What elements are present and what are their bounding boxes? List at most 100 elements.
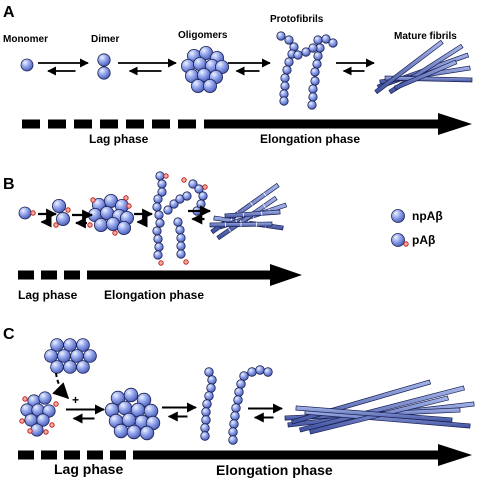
sphere-icon (176, 241, 186, 251)
panel-b-equilibrium-arrows (38, 205, 212, 229)
phosphate-dot-icon (163, 173, 169, 179)
panel-b-legend: npAβ pAβ (391, 209, 443, 247)
sphere-icon (20, 58, 34, 72)
panel-a-spheres (20, 31, 338, 110)
sphere-icon (276, 31, 286, 41)
sphere-icon (76, 360, 90, 374)
sphere-icon (176, 233, 186, 243)
sphere-icon (310, 67, 320, 77)
panel-c-mature-fibrils (284, 379, 475, 435)
sphere-icon (328, 38, 338, 48)
sphere-icon (143, 403, 159, 419)
fibril-segment-mark (228, 228, 232, 232)
sphere-icon (236, 379, 246, 389)
sphere-icon (157, 179, 167, 189)
phosphate-dot-icon (49, 422, 55, 428)
sphere-icon (182, 191, 192, 201)
phosphate-dot-icon (27, 428, 33, 434)
sphere-icon (282, 65, 292, 75)
sphere-icon (255, 365, 265, 375)
legend-p-sphere-icon (391, 233, 409, 247)
panel-c-elongation-label: Elongation phase (216, 462, 333, 478)
panel-a-equilibrium-arrows (38, 58, 375, 76)
sphere-icon (176, 249, 186, 259)
panel-c-equilibrium-arrows (66, 402, 283, 424)
sphere-icon (63, 360, 77, 374)
panel-a-elongation-label: Elongation phase (260, 132, 360, 146)
sphere-icon (321, 34, 331, 44)
panel-b-letter: B (3, 176, 15, 193)
sphere-icon (263, 367, 273, 377)
phosphate-dot-icon (202, 184, 208, 190)
sphere-icon (280, 73, 290, 83)
sphere-icon (169, 199, 179, 209)
sphere-icon (204, 367, 214, 377)
sphere-icon (293, 50, 303, 60)
panel-a-letter: A (3, 4, 15, 21)
sphere-icon (155, 171, 165, 181)
sphere-icon (38, 391, 52, 405)
legend-p-label: pAβ (412, 233, 435, 247)
sphere-icon (202, 399, 212, 409)
panel-a: A Monomer Dimer Oligomers Protofibrils M… (3, 4, 473, 146)
fibril-segment-mark (250, 201, 254, 206)
sphere-icon (117, 400, 133, 416)
fibril-segment-mark (262, 204, 266, 208)
phosphate-dot-icon (43, 429, 49, 435)
panel-c-phase-bar (18, 444, 472, 466)
sphere-icon (313, 35, 323, 45)
sphere-icon (36, 413, 50, 427)
sphere-icon (202, 79, 217, 94)
sphere-icon (228, 427, 238, 437)
sphere-icon (190, 79, 205, 94)
sphere-icon (113, 423, 129, 439)
sphere-icon (83, 349, 97, 363)
stage-label-dimer: Dimer (91, 34, 119, 45)
phosphate-dot-icon (53, 222, 59, 228)
sphere-icon (153, 234, 163, 244)
panel-c-letter: C (3, 326, 15, 343)
sphere-icon (154, 242, 164, 252)
sphere-icon (201, 415, 211, 425)
phosphate-dot-icon (403, 241, 409, 247)
phosphate-dot-icon (53, 401, 59, 407)
fibril-segment-mark (263, 192, 267, 197)
sphere-icon (310, 76, 320, 86)
phosphate-dot-icon (19, 418, 25, 424)
sphere-icon (126, 424, 142, 440)
fibril-rod-icon (295, 405, 453, 423)
sphere-icon (52, 198, 67, 213)
panel-a-lag-label: Lag phase (89, 132, 149, 146)
elongation-arrowhead (270, 264, 302, 286)
panel-b-lag-label: Lag phase (18, 288, 78, 302)
fibril-rod-icon (299, 385, 465, 433)
stage-label-oligomers: Oligomers (178, 30, 228, 41)
sphere-icon (200, 431, 210, 441)
sphere-icon (201, 407, 211, 417)
phosphate-dot-icon (126, 203, 132, 209)
fibril-rod-icon (374, 39, 444, 95)
phosphate-dot-icon (22, 396, 28, 402)
sphere-icon (391, 209, 405, 223)
panel-a-phase-bar (22, 113, 472, 135)
sphere-icon (284, 35, 294, 45)
sphere-icon (233, 395, 243, 405)
sphere-icon (230, 411, 240, 421)
legend-np-sphere-icon (391, 209, 405, 223)
sphere-icon (308, 43, 318, 53)
sphere-icon (173, 217, 183, 227)
elongation-arrowhead (438, 444, 472, 466)
sphere-icon (247, 367, 257, 377)
stage-label-mature-fibrils: Mature fibrils (394, 31, 457, 42)
sphere-icon (312, 59, 322, 69)
sphere-icon (206, 383, 216, 393)
phosphate-dot-icon (87, 222, 93, 228)
sphere-icon (188, 179, 198, 189)
sphere-icon (154, 210, 164, 220)
phosphate-dot-icon (183, 259, 189, 265)
sphere-icon (207, 375, 217, 385)
sphere-icon (228, 435, 238, 445)
sphere-icon (50, 360, 64, 374)
panel-b-elongation-label: Elongation phase (104, 288, 204, 302)
